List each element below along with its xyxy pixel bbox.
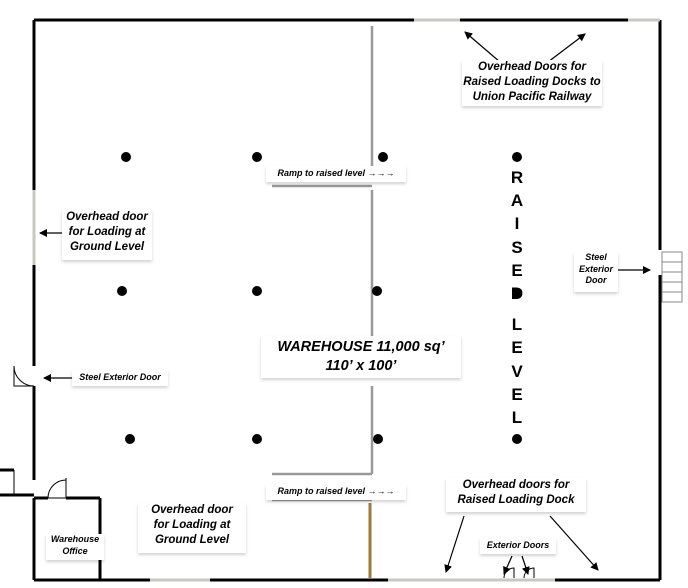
steps-icon	[661, 251, 683, 303]
overhead-door-left-label: Overhead door for Loading at Ground Leve…	[62, 210, 152, 260]
column	[252, 286, 262, 296]
dock-bottom-label: Overhead doors for Raised Loading Dock	[446, 478, 586, 512]
column	[125, 434, 135, 444]
annotation-arrows	[39, 31, 651, 575]
warehouse-office-label: Warehouse Office	[46, 534, 104, 560]
raised-level-letter: D	[510, 283, 524, 303]
column	[512, 434, 522, 444]
ramp-walls	[272, 26, 374, 502]
steel-door-left-label: Steel Exterior Door	[72, 370, 168, 386]
raised-level-letter: R	[510, 168, 524, 187]
warehouse-title-label: WAREHOUSE 11,000 sq’ 110’ x 100’	[261, 336, 461, 378]
column	[372, 286, 382, 296]
raised-level-letter: E	[511, 384, 523, 404]
dock-top-label: Overhead Doors for Raised Loading Docks …	[462, 60, 602, 106]
column	[252, 152, 262, 162]
column	[252, 434, 262, 444]
raised-level-letter: L	[511, 407, 523, 427]
overhead-door-bottom-label: Overhead door for Loading at Ground Leve…	[138, 503, 246, 553]
column	[512, 152, 522, 162]
raised-level-letter: V	[511, 361, 523, 381]
door-swings	[13, 253, 677, 579]
wall-openings	[32, 18, 660, 582]
raised-level-letter: I	[514, 214, 520, 234]
column	[121, 152, 131, 162]
ramp-bottom-label: Ramp to raised level →→→	[266, 484, 406, 500]
column	[378, 152, 388, 162]
exterior-walls	[0, 18, 662, 582]
exterior-doors-label: Exterior Doors	[480, 538, 556, 554]
column	[373, 434, 383, 444]
raised-level-letter: A	[510, 191, 524, 211]
raised-level-label: R A I S E D L E V E L	[508, 166, 526, 429]
raised-level-letter: E	[511, 260, 523, 280]
column	[117, 286, 127, 296]
structural-columns	[117, 152, 522, 444]
ramp-top-label: Ramp to raised level →→→	[266, 166, 406, 182]
column	[512, 288, 522, 298]
raised-level-letter: L	[511, 315, 523, 335]
raised-level-letter: S	[511, 237, 523, 257]
raised-level-letter: E	[511, 338, 523, 358]
steel-door-right-label: Steel Exterior Door	[574, 252, 618, 292]
